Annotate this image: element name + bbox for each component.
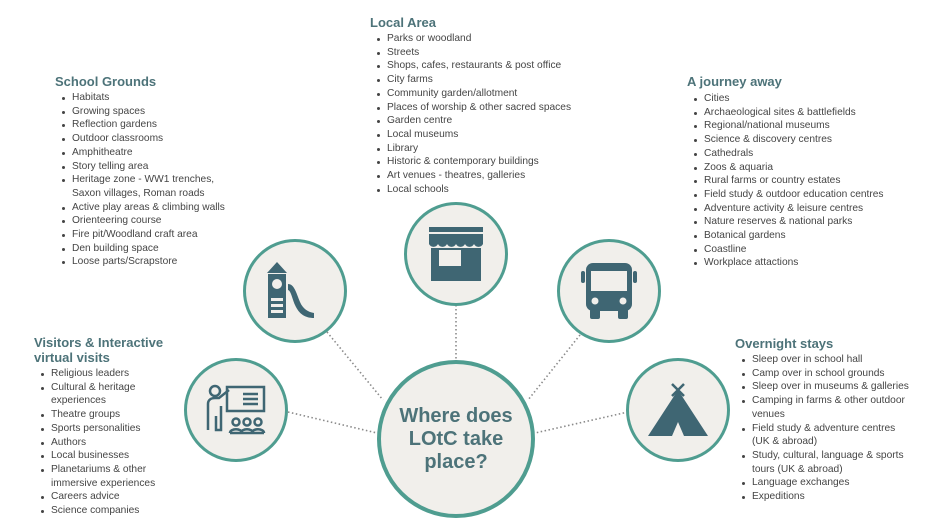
list-item: Field study & outdoor education centres — [694, 188, 884, 200]
list-item: Orienteering course — [62, 214, 225, 228]
list-item: Cultural & heritage experiences — [40, 381, 163, 408]
tent-icon — [648, 383, 708, 436]
list-item: Zoos & aquaria — [694, 161, 884, 175]
list-item: Camp over in school grounds — [742, 367, 909, 381]
list-item: Outdoor classrooms — [62, 132, 225, 146]
list-item: Community garden/allotment — [376, 87, 571, 101]
list-item: Expeditions — [742, 490, 909, 504]
list-item: Streets — [376, 46, 571, 60]
visitors-section: Visitors & Interactive virtual visits Re… — [34, 335, 163, 518]
list-item: City farms — [376, 73, 571, 87]
list-item: Planetariums & other immersive experienc… — [40, 463, 163, 490]
list-item: Garden centre — [376, 114, 571, 128]
list-item: Coastline — [694, 243, 884, 257]
list-item: Authors — [40, 436, 163, 450]
connector-overnight — [534, 411, 629, 434]
bus-icon — [581, 263, 637, 319]
list-item: Den building space — [62, 242, 225, 256]
school-grounds-circle — [243, 239, 347, 343]
journey-away-heading: A journey away — [687, 74, 782, 89]
list-item: Botanical gardens — [694, 229, 884, 243]
list-item: Regional/national museums — [694, 119, 884, 133]
list-item: Religious leaders — [40, 367, 163, 381]
list-item: Sleep over in school hall — [742, 353, 909, 367]
list-item: Local schools — [376, 183, 571, 197]
list-item: Careers advice — [40, 490, 163, 504]
local-area-circle — [404, 202, 508, 306]
list-item: Local museums — [376, 128, 571, 142]
center-circle: Where does LOtC take place? — [377, 360, 535, 518]
list-item: Study, cultural, language & sports tours… — [742, 449, 909, 476]
list-item: Language exchanges — [742, 476, 909, 490]
shop-icon — [429, 227, 483, 281]
list-item: Adventure activity & leisure centres — [694, 202, 884, 216]
list-item: Science companies — [40, 504, 163, 518]
visitors-heading: Visitors & Interactive virtual visits — [34, 335, 164, 365]
list-item: Library — [376, 142, 571, 156]
list-item: Art venues - theatres, galleries — [376, 169, 571, 183]
list-item: Story telling area — [62, 160, 225, 174]
list-item: Shops, cafes, restaurants & post office — [376, 59, 571, 73]
list-item: Habitats — [62, 91, 225, 105]
list-item: Places of worship & other sacred spaces — [376, 101, 572, 113]
center-question: Where does LOtC take place? — [399, 404, 513, 473]
list-item: Sports personalities — [40, 422, 163, 436]
list-item: Cities — [694, 92, 884, 106]
local-area-heading: Local Area — [370, 15, 436, 30]
school-grounds-heading: School Grounds — [55, 74, 157, 89]
list-item: Theatre groups — [40, 408, 163, 422]
list-item: Archaeological sites & battlefields — [694, 106, 884, 120]
connector-visitors — [287, 411, 378, 434]
list-item: Parks or woodland — [376, 32, 571, 46]
journey-away-circle — [557, 239, 661, 343]
list-item: Rural farms or country estates — [694, 174, 884, 188]
list-item: Workplace attactions — [694, 256, 884, 270]
presenter-icon — [206, 384, 266, 435]
overnight-circle — [626, 358, 730, 462]
list-item: Science & discovery centres — [694, 133, 884, 147]
list-item: Growing spaces — [62, 105, 225, 119]
visitors-circle — [184, 358, 288, 462]
list-item: Active play areas & climbing walls — [62, 201, 225, 213]
list-item: Cathedrals — [694, 147, 884, 161]
list-item: Amphitheatre — [62, 146, 225, 160]
list-item: Local businesses — [40, 449, 163, 463]
playground-icon — [267, 262, 314, 318]
list-item: Heritage zone - WW1 trenches, Saxon vill… — [62, 173, 225, 200]
list-item: Loose parts/Scrapstore — [62, 255, 225, 269]
list-item: Sleep over in museums & galleries — [742, 381, 909, 393]
list-item: Nature reserves & national parks — [694, 215, 884, 229]
connector-journey-away — [527, 334, 581, 401]
list-item: Camping in farms & other outdoor venues — [742, 394, 909, 421]
connector-school-grounds — [326, 331, 384, 401]
overnight-section: Overnight stays Sleep over in school hal… — [735, 336, 909, 504]
list-item: Historic & contemporary buildings — [376, 155, 571, 169]
overnight-heading: Overnight stays — [735, 336, 834, 351]
list-item: Reflection gardens — [62, 118, 225, 132]
list-item: Field study & adventure centres (UK & ab… — [742, 422, 909, 449]
list-item: Fire pit/Woodland craft area — [62, 228, 225, 242]
